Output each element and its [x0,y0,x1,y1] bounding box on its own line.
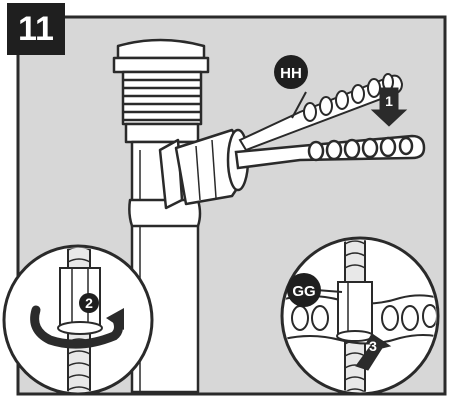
step-1-label: 1 [385,93,393,109]
bracket-ghost [238,73,404,152]
mounting-bracket-illustration [158,128,250,210]
detail-circle-rotate [2,244,154,396]
hh-callout-bubble [274,55,308,89]
hh-callout-label: HH [280,65,302,82]
step-3-label: 3 [369,338,377,354]
up-arrow-icon [355,333,392,371]
bracket-final [234,134,426,170]
gg-callout-bubble [287,273,321,307]
down-arrow-icon [370,87,408,127]
gg-callout-label: GG [292,283,315,300]
step-2-label: 2 [85,295,93,311]
step-number: 11 [18,9,54,48]
step-number-badge: 11 [7,3,65,55]
hh-leader-line [291,91,307,119]
rotate-arrow-icon [30,305,124,349]
detail-circle-attach [280,236,440,396]
